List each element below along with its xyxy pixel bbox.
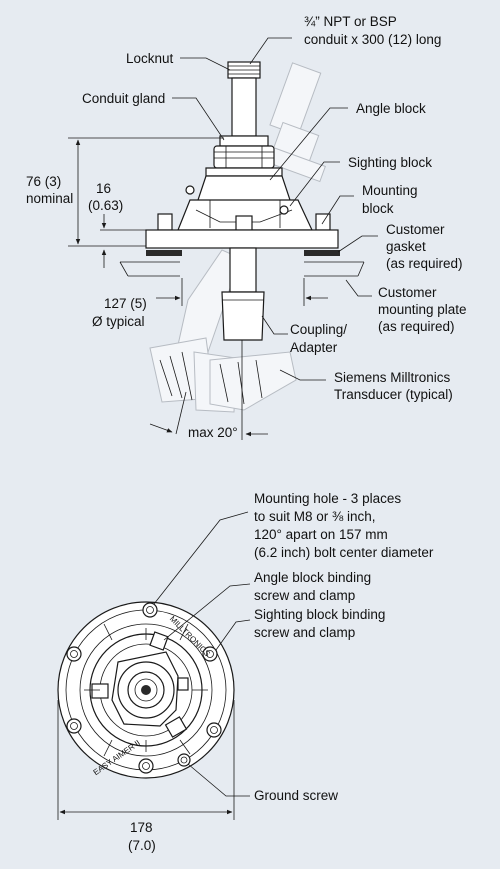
gasket-label-line2: gasket [386, 239, 426, 254]
height-dimension: 76 (3) nominal [26, 137, 224, 247]
locknut-part [219, 135, 269, 147]
plate-label-line2: mounting plate [378, 302, 467, 317]
coupling-part [221, 291, 265, 341]
side-view: 76 (3) nominal 16 (0.63) 127 (5) Ø typic… [26, 14, 467, 440]
plate-label-line1: Customer [378, 285, 437, 300]
diameter-dim-line2: Ø typical [92, 314, 145, 329]
mounting-hole-line1: Mounting hole - 3 places [254, 491, 401, 506]
sighting-binding-line1: Sighting block binding [254, 607, 385, 622]
block-dim-line1: 16 [96, 181, 111, 196]
gasket-right [304, 250, 340, 256]
angle-block-label: Angle block [356, 101, 426, 116]
mounting-block-part [145, 229, 339, 249]
coupling-label-line1: Coupling/ [290, 322, 347, 337]
top-callouts: Mounting hole - 3 places to suit M8 or ⅜… [153, 491, 434, 803]
side-callouts: ¾” NPT or BSP conduit x 300 (12) long Lo… [82, 14, 467, 402]
plate-label-line3: (as required) [378, 319, 455, 334]
conduit-label-line1: ¾” NPT or BSP [304, 14, 397, 29]
angle-binding-line1: Angle block binding [254, 570, 371, 585]
mounting-block-label-line2: block [362, 201, 394, 216]
transducer-label-line2: Transducer (typical) [334, 387, 453, 402]
mounting-block-label-line1: Mounting [362, 183, 418, 198]
sighting-binding-line2: screw and clamp [254, 625, 355, 640]
mounting-hole-line4: (6.2 inch) bolt center diameter [254, 545, 434, 560]
ground-screw-label: Ground screw [254, 788, 338, 803]
width-dim-line1: 178 [130, 820, 153, 835]
diameter-dim-line1: 127 (5) [104, 296, 147, 311]
tilted-position-ghost [149, 62, 326, 413]
block-dim-line2: (0.63) [88, 198, 123, 213]
height-dim-line1: 76 (3) [26, 174, 61, 189]
gasket-label-line3: (as required) [386, 256, 463, 271]
block-thickness-dimension: 16 (0.63) [88, 181, 146, 268]
width-dim-line2: (7.0) [128, 838, 156, 853]
angle-dimension: max 20° [149, 340, 268, 440]
transducer-label-line1: Siemens Milltronics [334, 370, 451, 385]
angle-dim-text: max 20° [188, 425, 238, 440]
conduit-gland-label: Conduit gland [82, 91, 165, 106]
ground-screw-part [177, 753, 191, 767]
coupling-label-line2: Adapter [290, 340, 338, 355]
width-dimension: 178 (7.0) [57, 700, 235, 853]
customer-mounting-plate [119, 261, 365, 277]
conduit-gland-part [213, 145, 275, 169]
gasket-label-line1: Customer [386, 222, 445, 237]
conduit-label-line2: conduit x 300 (12) long [304, 32, 441, 47]
top-view: MILLTRONICS EASY AIMER II 178 (7.0) Moun… [57, 491, 434, 853]
mounting-hole-line2: to suit M8 or ⅜ inch, [254, 509, 376, 524]
conduit-assembly [145, 61, 340, 341]
sighting-block-label: Sighting block [348, 155, 432, 170]
diameter-dimension: 127 (5) Ø typical [92, 278, 328, 329]
height-dim-line2: nominal [26, 191, 73, 206]
mounting-hole-line3: 120° apart on 157 mm [254, 527, 388, 542]
gasket-left [146, 250, 182, 256]
flange-plan: MILLTRONICS EASY AIMER II [57, 601, 235, 779]
conduit [231, 77, 257, 137]
locknut-label: Locknut [126, 51, 174, 66]
angle-binding-line2: screw and clamp [254, 588, 355, 603]
transducer-stem [229, 247, 257, 293]
